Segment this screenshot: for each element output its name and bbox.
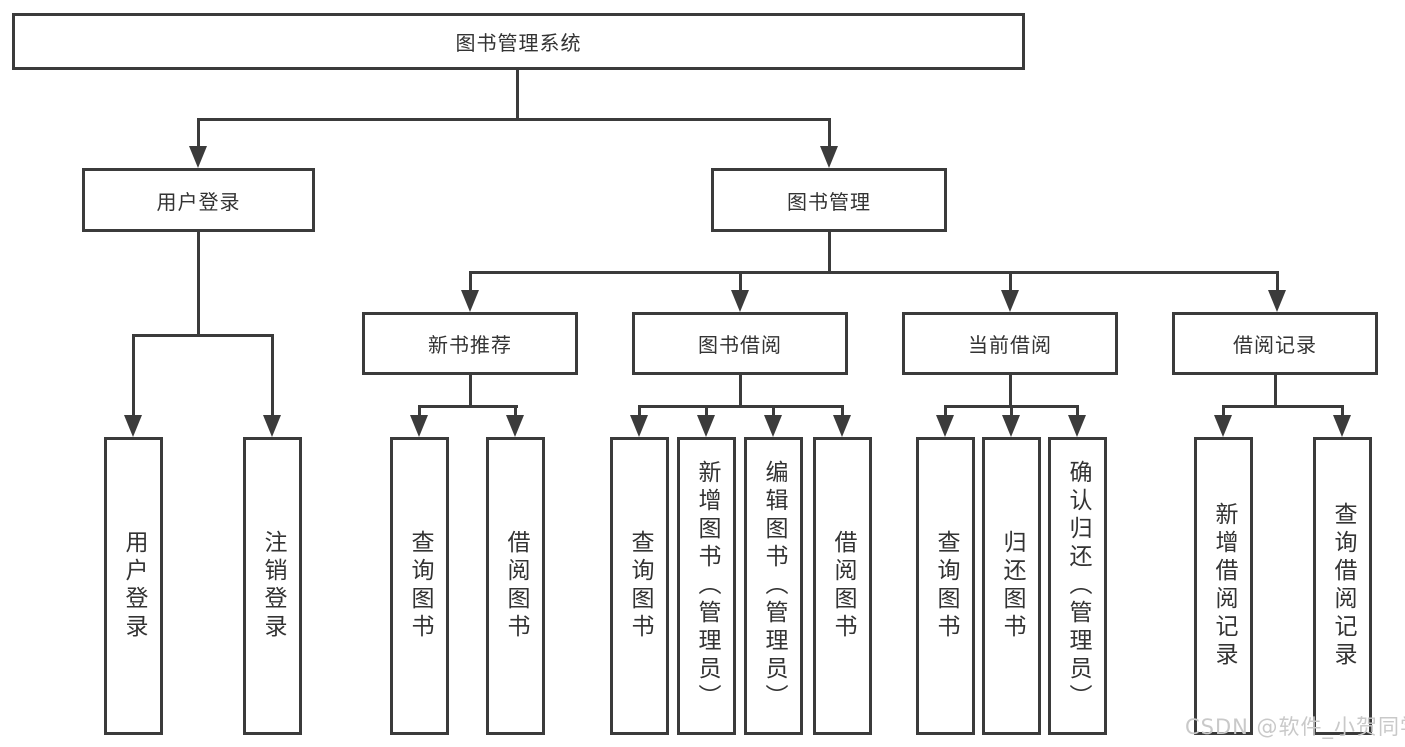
- connector-arrowhead: [697, 415, 715, 437]
- leaf-query-book-borrowing-label: 查询图书: [627, 530, 653, 642]
- connector-vline: [1009, 375, 1012, 406]
- leaf-query-book-recommend-label: 查询图书: [407, 530, 433, 642]
- node-library-system-label: 图书管理系统: [455, 31, 582, 55]
- connector-arrowhead: [461, 290, 479, 312]
- connector-arrowhead: [764, 415, 782, 437]
- connector-vline: [469, 274, 472, 290]
- connector-hline: [132, 334, 274, 337]
- leaf-logout-login-label: 注销登录: [260, 530, 286, 642]
- leaf-borrow-book-recommend: 借阅图书: [486, 437, 545, 735]
- leaf-borrow-book-recommend-label: 借阅图书: [503, 530, 529, 642]
- node-current-borrowing: 当前借阅: [902, 312, 1118, 375]
- connector-arrowhead: [630, 415, 648, 437]
- connector-vline: [1274, 375, 1277, 406]
- connector-hline: [418, 405, 518, 408]
- leaf-user-login-label: 用户登录: [121, 530, 147, 642]
- connector-hline: [638, 405, 844, 408]
- node-user-login-label: 用户登录: [156, 189, 241, 214]
- connector-arrowhead: [1333, 415, 1351, 437]
- connector-arrowhead: [833, 415, 851, 437]
- leaf-query-book-current-label: 查询图书: [933, 530, 959, 642]
- connector-vline: [516, 70, 519, 119]
- node-new-book-recommend: 新书推荐: [362, 312, 578, 375]
- connector-arrowhead: [1214, 415, 1232, 437]
- connector-vline: [828, 232, 831, 274]
- connector-arrowhead: [124, 415, 142, 437]
- leaf-add-book-admin: 新增图书（管理员）: [677, 437, 736, 735]
- connector-arrowhead: [731, 290, 749, 312]
- node-library-system: 图书管理系统: [12, 13, 1025, 70]
- connector-vline: [418, 408, 421, 416]
- connector-hline: [197, 118, 831, 121]
- connector-vline: [197, 121, 200, 146]
- node-current-borrowing-label: 当前借阅: [968, 333, 1052, 357]
- connector-arrowhead: [1002, 415, 1020, 437]
- connector-arrowhead: [263, 415, 281, 437]
- leaf-query-borrow-record-label: 查询借阅记录: [1330, 502, 1356, 670]
- connector-vline: [514, 408, 517, 416]
- connector-hline: [1222, 405, 1344, 408]
- connector-vline: [739, 274, 742, 290]
- connector-vline: [705, 408, 708, 416]
- node-new-book-recommend-label: 新书推荐: [428, 333, 512, 357]
- node-book-borrowing: 图书借阅: [632, 312, 848, 375]
- leaf-confirm-return-admin: 确认归还（管理员）: [1048, 437, 1107, 735]
- leaf-query-book-recommend: 查询图书: [390, 437, 449, 735]
- node-book-borrowing-label: 图书借阅: [698, 333, 782, 357]
- watermark: CSDN @软件_小贺同学: [1185, 715, 1405, 739]
- connector-hline: [944, 405, 1079, 408]
- leaf-edit-book-admin: 编辑图书（管理员）: [744, 437, 803, 735]
- node-borrowing-records: 借阅记录: [1172, 312, 1378, 375]
- leaf-logout-login: 注销登录: [243, 437, 302, 735]
- leaf-query-borrow-record: 查询借阅记录: [1313, 437, 1372, 735]
- connector-vline: [1010, 408, 1013, 416]
- connector-arrowhead: [820, 146, 838, 168]
- connector-arrowhead: [1068, 415, 1086, 437]
- leaf-edit-book-admin-label: 编辑图书（管理员）: [761, 460, 787, 712]
- connector-vline: [1009, 274, 1012, 290]
- connector-vline: [772, 408, 775, 416]
- leaf-add-book-admin-label: 新增图书（管理员）: [694, 460, 720, 712]
- connector-vline: [828, 121, 831, 146]
- node-book-management-label: 图书管理: [787, 189, 871, 214]
- connector-arrowhead: [936, 415, 954, 437]
- connector-vline: [469, 375, 472, 406]
- node-book-management: 图书管理: [711, 168, 947, 232]
- connector-vline: [1276, 274, 1279, 290]
- connector-arrowhead: [1268, 290, 1286, 312]
- leaf-user-login: 用户登录: [104, 437, 163, 735]
- connector-vline: [1341, 408, 1344, 416]
- connector-hline: [469, 271, 1279, 274]
- node-user-login: 用户登录: [82, 168, 315, 232]
- leaf-return-book-label: 归还图书: [999, 530, 1025, 642]
- connector-vline: [739, 375, 742, 406]
- connector-vline: [132, 337, 135, 415]
- connector-vline: [1076, 408, 1079, 416]
- connector-arrowhead: [189, 146, 207, 168]
- leaf-borrow-book-label: 借阅图书: [830, 530, 856, 642]
- connector-vline: [638, 408, 641, 416]
- leaf-return-book: 归还图书: [982, 437, 1041, 735]
- leaf-query-book-current: 查询图书: [916, 437, 975, 735]
- connector-arrowhead: [410, 415, 428, 437]
- node-borrowing-records-label: 借阅记录: [1233, 333, 1317, 357]
- leaf-query-book-borrowing: 查询图书: [610, 437, 669, 735]
- leaf-add-borrow-record-label: 新增借阅记录: [1211, 502, 1237, 670]
- leaf-borrow-book: 借阅图书: [813, 437, 872, 735]
- connector-vline: [271, 337, 274, 415]
- connector-arrowhead: [506, 415, 524, 437]
- connector-arrowhead: [1001, 290, 1019, 312]
- leaf-confirm-return-admin-label: 确认归还（管理员）: [1065, 460, 1091, 712]
- leaf-add-borrow-record: 新增借阅记录: [1194, 437, 1253, 735]
- connector-vline: [944, 408, 947, 416]
- connector-vline: [197, 232, 200, 335]
- connector-vline: [841, 408, 844, 416]
- connector-vline: [1222, 408, 1225, 416]
